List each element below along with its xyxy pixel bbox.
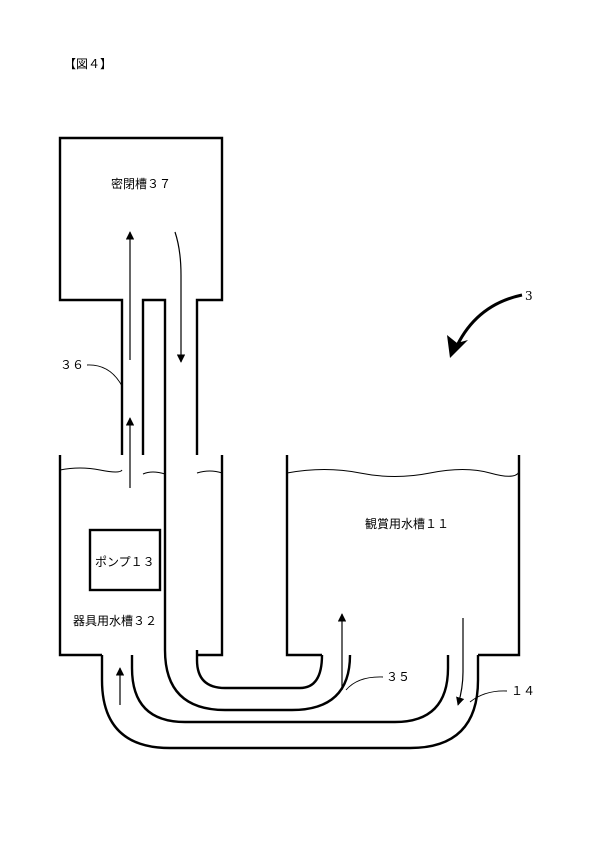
inner-tube-left-wall xyxy=(143,300,165,650)
ref-35-label: ３５ xyxy=(386,670,410,684)
device-tank-label: 器具用水槽３２ xyxy=(73,614,157,628)
leader-35 xyxy=(346,677,383,690)
pump-label: ポンプ１３ xyxy=(95,555,155,569)
device-tank-water-right xyxy=(197,471,222,473)
sealed-tank-label: 密閉槽３７ xyxy=(111,176,171,191)
aquarium-tank-outline xyxy=(287,455,322,655)
figure-label: 【図４】 xyxy=(64,57,112,71)
device-tank-water-mid xyxy=(143,472,165,474)
arrow-down-out-of-aquarium xyxy=(458,618,463,705)
ref-36-label: ３６ xyxy=(60,358,84,372)
device-tank-water-left xyxy=(60,468,122,472)
ref-14-label: １４ xyxy=(511,684,535,698)
leader-36 xyxy=(87,365,122,386)
outer-channel-outer-wall xyxy=(102,655,478,748)
device-tank-right-wall xyxy=(197,455,222,655)
reference-arrow-3-head xyxy=(447,335,468,358)
aquarium-water-surface xyxy=(287,470,519,477)
aquarium-tank-label: 観賞用水槽１１ xyxy=(365,517,449,531)
arrow-down-from-sealed-tank xyxy=(175,232,181,362)
ref-3-label: 3 xyxy=(525,289,533,303)
aquarium-tank-right-wall xyxy=(478,455,519,655)
